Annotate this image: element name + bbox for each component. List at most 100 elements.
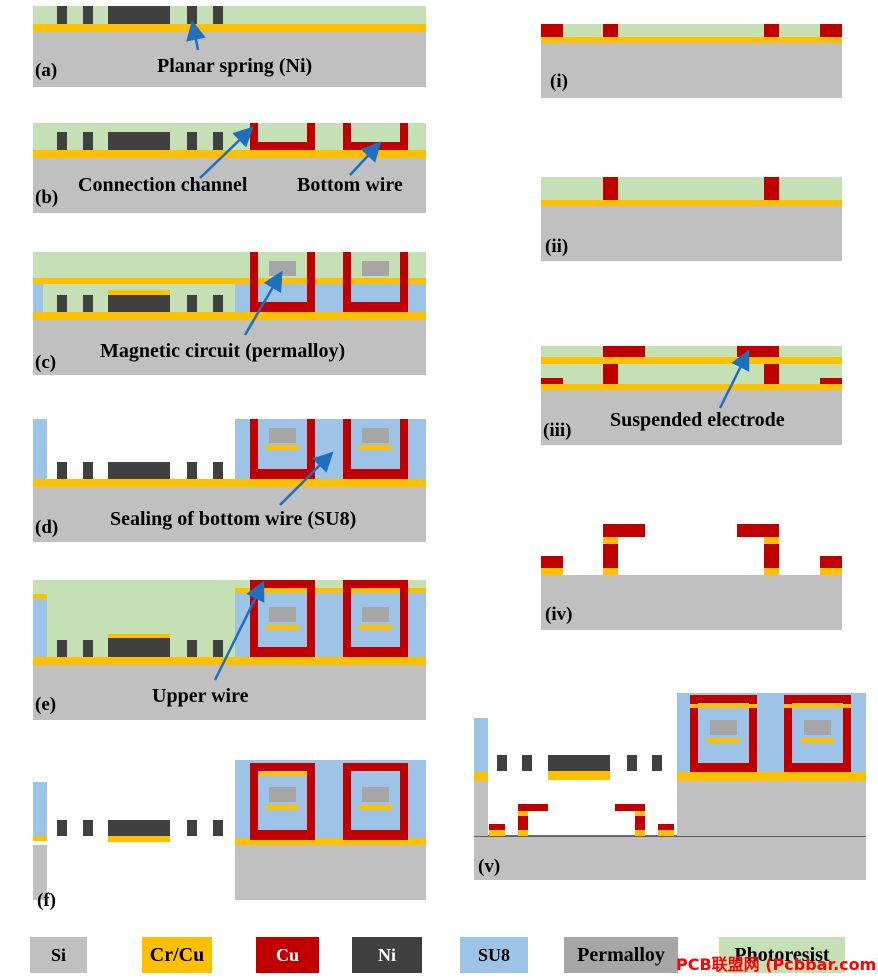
arrow xyxy=(243,270,283,336)
ni-spring xyxy=(187,295,197,312)
crcu-layer xyxy=(33,150,426,158)
si-substrate xyxy=(33,32,426,87)
cu-pad xyxy=(820,378,842,384)
panel-iii: (iii) Suspended electrode xyxy=(541,346,842,445)
ni-spring xyxy=(548,755,610,771)
panel-d: (d) Sealing of bottom wire (SU8) xyxy=(33,419,426,542)
su8-layer xyxy=(474,718,488,772)
legend-swatch-cu xyxy=(256,937,319,973)
legend-swatch-photoresist xyxy=(719,937,845,973)
si-substrate xyxy=(33,158,426,213)
panel-label: (i) xyxy=(550,71,568,92)
su8-layer xyxy=(33,283,43,312)
crcu-layer xyxy=(658,830,674,836)
ni-spring xyxy=(57,132,67,150)
panel-ii: (ii) xyxy=(541,177,842,261)
crcu-layer xyxy=(764,568,779,575)
permalloy-core xyxy=(710,720,737,735)
cu-pad xyxy=(658,824,674,830)
annotation-upper-wire: Upper wire xyxy=(152,685,249,707)
panel-label: (iii) xyxy=(543,420,572,441)
crcu-layer xyxy=(518,811,528,816)
crcu-layer xyxy=(266,805,299,810)
arrow xyxy=(186,20,206,51)
annotation-bottom-wire: Bottom wire xyxy=(297,174,403,196)
panel-label: (c) xyxy=(35,352,56,373)
ni-spring xyxy=(627,755,637,771)
ni-spring xyxy=(108,292,170,312)
crcu-layer xyxy=(690,704,757,708)
ni-spring xyxy=(83,640,93,657)
crcu-layer xyxy=(359,445,392,450)
photoresist-layer xyxy=(541,364,842,384)
permalloy-core xyxy=(269,428,296,443)
ni-spring xyxy=(57,640,67,657)
crcu-layer xyxy=(784,704,851,708)
crcu-layer xyxy=(235,838,426,845)
legend-swatch-ni xyxy=(352,937,422,973)
permalloy-core xyxy=(269,787,296,802)
crcu-layer xyxy=(235,588,426,593)
crcu-layer xyxy=(359,625,392,630)
ni-spring xyxy=(522,755,532,771)
legend-swatch-su8 xyxy=(460,937,528,973)
si-substrate xyxy=(235,845,426,900)
legend-label-permalloy: Permalloy xyxy=(577,944,665,966)
ni-spring xyxy=(187,640,197,657)
arrow xyxy=(213,580,265,681)
crcu-layer xyxy=(33,312,426,320)
ni-spring xyxy=(652,755,662,771)
cu-electrode xyxy=(603,346,645,357)
crcu-layer xyxy=(541,200,842,206)
permalloy-core xyxy=(362,428,389,443)
crcu-layer xyxy=(603,568,618,575)
cu-coil xyxy=(784,695,851,772)
ni-spring xyxy=(57,820,67,836)
panel-label: (v) xyxy=(478,856,500,877)
cu-pad xyxy=(603,24,618,37)
panel-c: (c) Magnetic circuit (permalloy) xyxy=(33,252,426,375)
cu-coil xyxy=(343,580,408,657)
arrow xyxy=(718,349,750,409)
su8-layer xyxy=(235,760,426,838)
cu-post xyxy=(518,816,528,830)
panel-label: (a) xyxy=(35,60,57,81)
ni-spring xyxy=(108,6,170,24)
si-substrate xyxy=(33,845,47,900)
si-substrate xyxy=(541,575,842,630)
crcu-layer xyxy=(677,772,866,781)
crcu-layer xyxy=(518,830,528,836)
photoresist-layer xyxy=(541,24,842,37)
arrow xyxy=(199,126,254,179)
annotation-magnetic-circuit: Magnetic circuit (permalloy) xyxy=(100,340,345,362)
cu-post xyxy=(603,544,618,568)
ni-spring xyxy=(83,462,93,479)
cu-electrode xyxy=(737,346,779,357)
cu-electrode xyxy=(518,804,548,811)
panel-v: (v) xyxy=(474,693,866,880)
arrow xyxy=(349,141,382,176)
crcu-layer xyxy=(489,830,505,836)
panel-label: (d) xyxy=(35,517,58,538)
si-substrate xyxy=(677,781,866,836)
crcu-layer xyxy=(801,738,834,743)
ni-spring xyxy=(108,820,170,836)
crcu-layer xyxy=(108,634,170,638)
ni-spring xyxy=(57,6,67,24)
crcu-layer xyxy=(359,805,392,810)
panel-label: (b) xyxy=(35,187,58,208)
cu-bottom-wire xyxy=(343,252,408,312)
permalloy-core xyxy=(269,607,296,622)
permalloy-core xyxy=(362,261,389,276)
cu-pad xyxy=(541,378,563,384)
panel-iv: (iv) xyxy=(541,524,842,630)
ni-spring xyxy=(497,755,507,771)
crcu-layer xyxy=(266,445,299,450)
su8-layer xyxy=(33,782,47,836)
si-substrate xyxy=(474,781,488,836)
ni-spring xyxy=(187,6,197,24)
ni-spring xyxy=(57,295,67,312)
crcu-layer xyxy=(764,537,779,544)
legend-label-su8: SU8 xyxy=(478,945,510,965)
legend-label-cu: Cu xyxy=(276,945,299,965)
